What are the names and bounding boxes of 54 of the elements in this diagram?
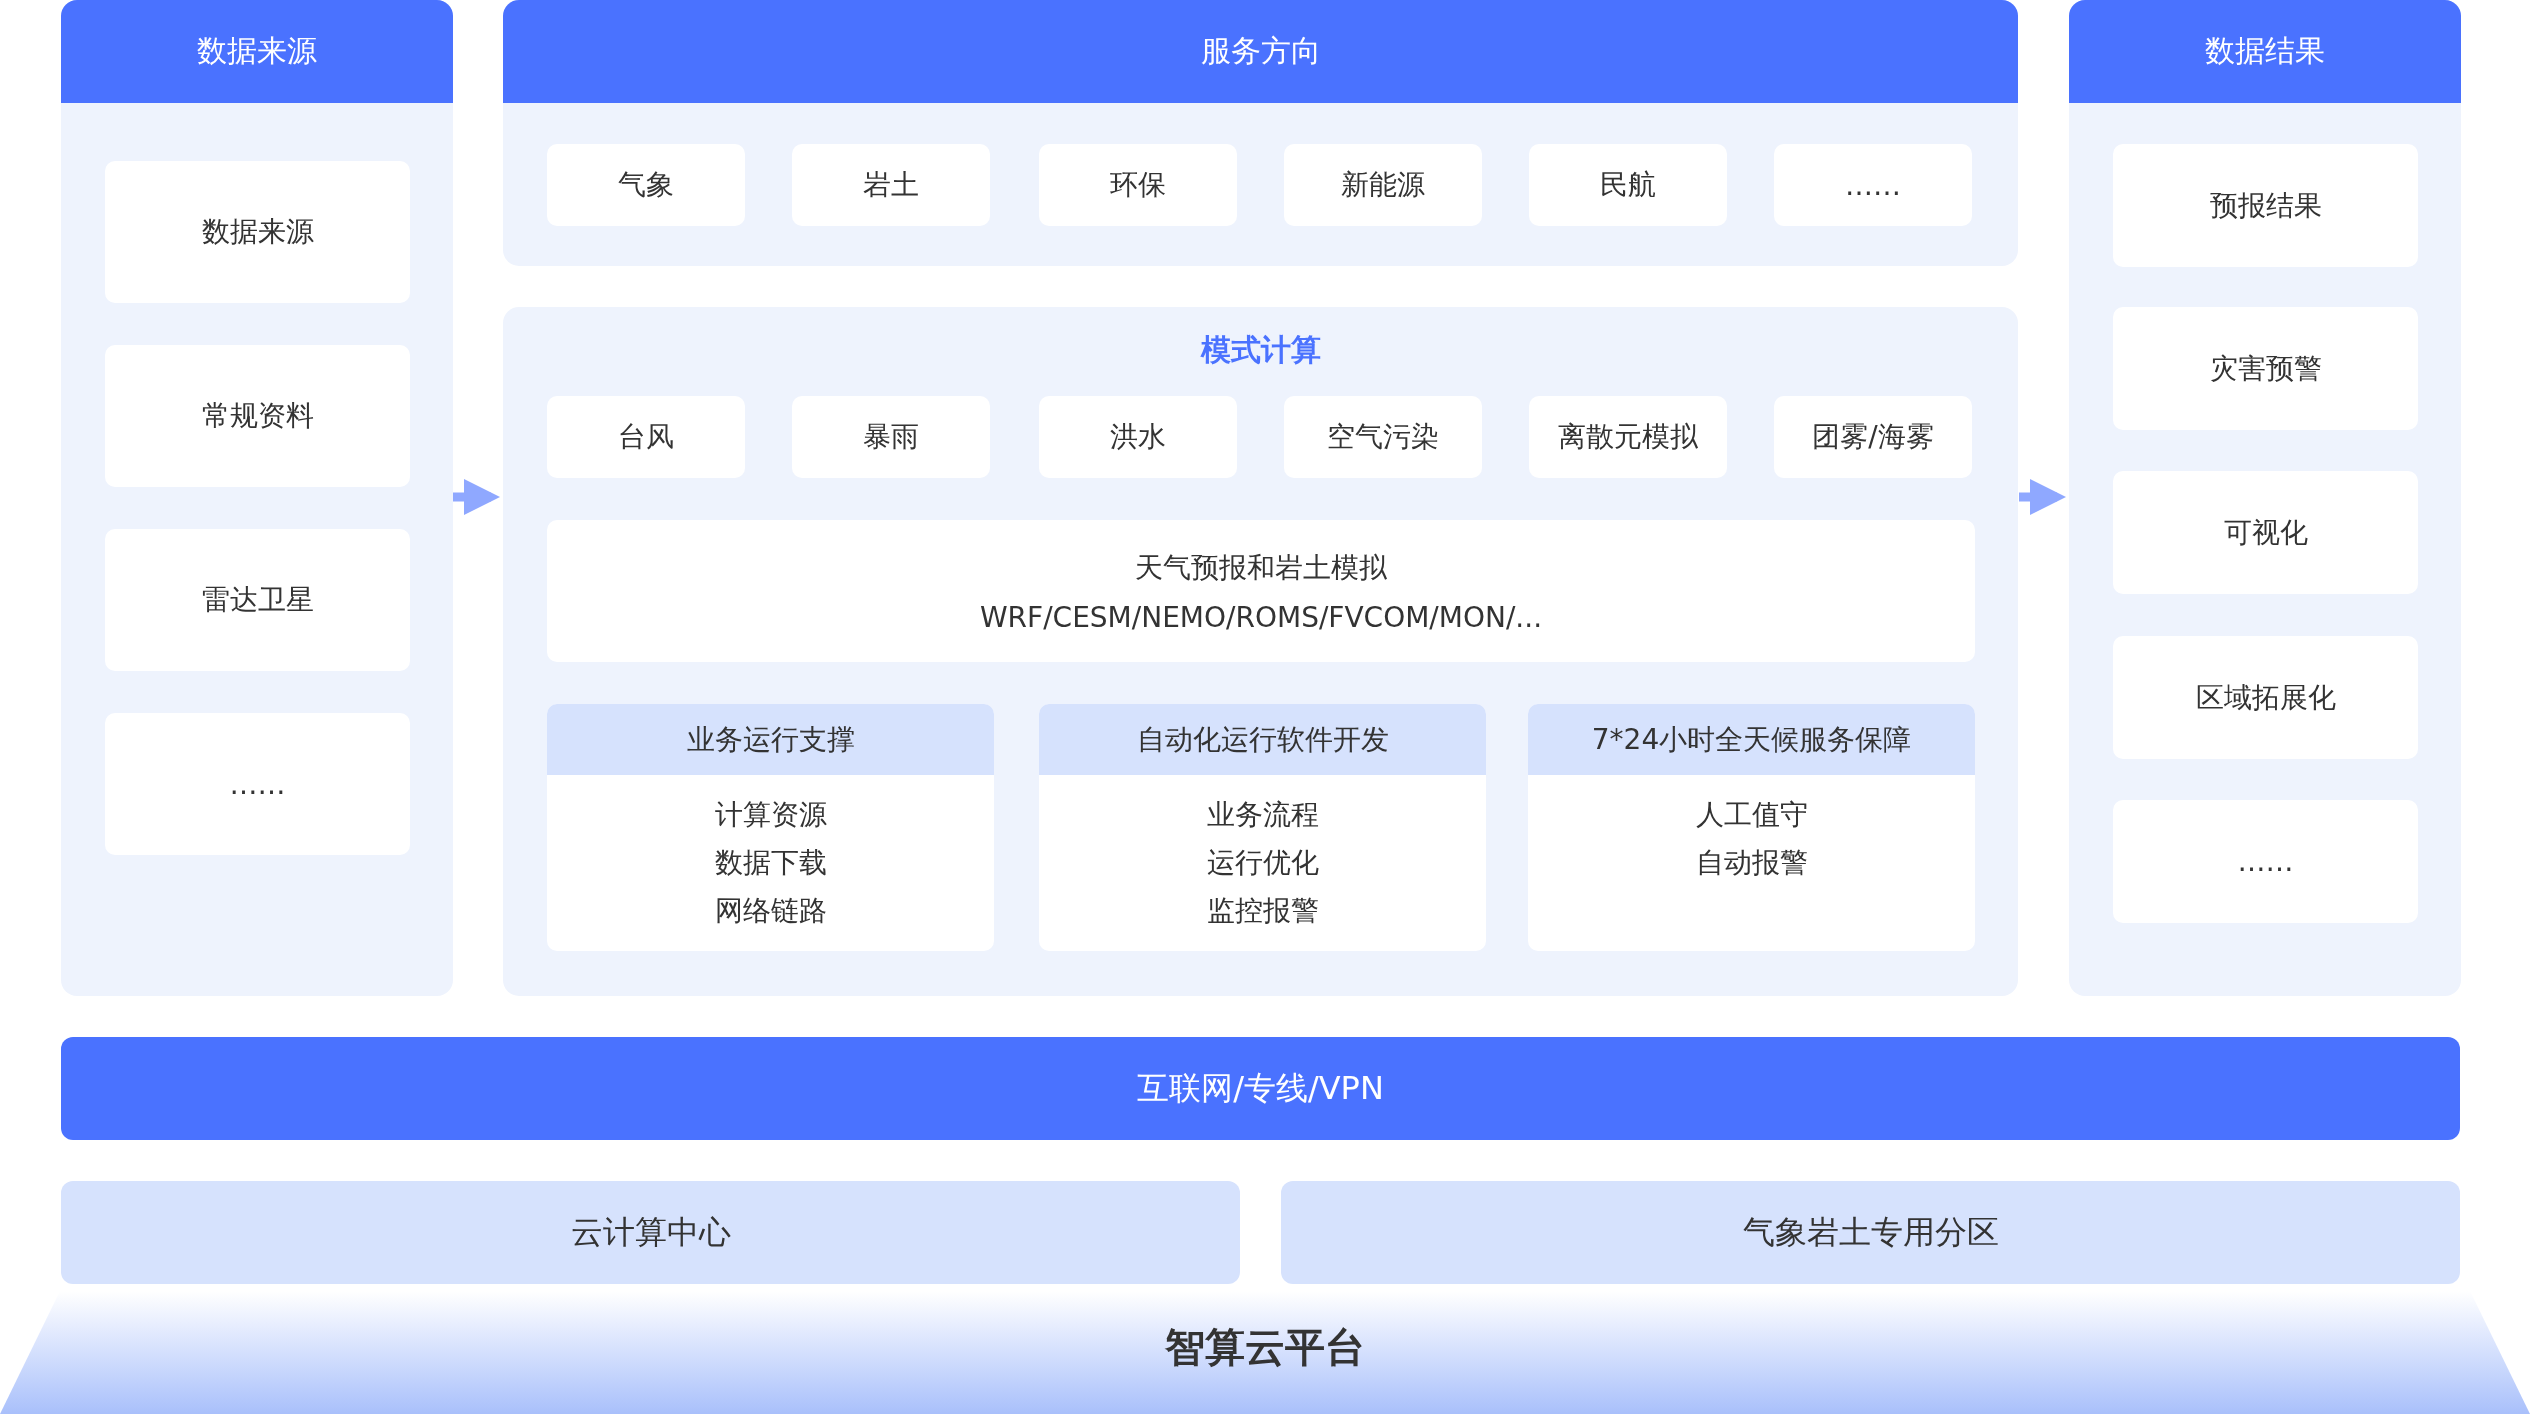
item-label: 离散元模拟: [1558, 419, 1698, 455]
item-label: 预报结果: [2209, 187, 2322, 224]
item-label: ……: [1845, 168, 1901, 202]
arrow: [453, 479, 500, 515]
item-label: 监控报警: [1205, 893, 1320, 929]
item-label: 灾害预警: [2209, 350, 2322, 387]
bar-label: 互联网/专线/VPN: [1137, 1067, 1384, 1109]
item-label: 气象: [618, 167, 674, 203]
item-label: 环保: [1110, 167, 1166, 203]
infrastructure-bar: [1281, 1181, 2460, 1284]
item-label: 网络链路: [713, 893, 828, 929]
item-label: 数据下载: [713, 845, 828, 881]
item-label: 可视化: [2223, 514, 2308, 551]
item-label: 民航: [1600, 167, 1656, 203]
item-label: 天气预报和岩土模拟: [1135, 549, 1387, 586]
section-heading: 模式计算: [1199, 331, 1322, 369]
item-label: 岩土: [863, 167, 919, 203]
item-label: 业务流程: [1205, 797, 1320, 833]
item-label: 雷达卫星: [201, 582, 314, 618]
panel-header: 服务方向: [503, 0, 2018, 103]
column-panel: [2069, 0, 2461, 996]
item-label: 暴雨: [863, 419, 919, 455]
compute-panel: [503, 307, 2018, 996]
item-label: 团雾/海雾: [1812, 419, 1934, 455]
item-label: ……: [2237, 845, 2294, 878]
service-card: [547, 704, 994, 951]
network-bar: [61, 1037, 2460, 1140]
item-label: 数据来源: [201, 214, 314, 250]
infrastructure-bar: [61, 1181, 1240, 1284]
panel-header: 数据来源: [61, 0, 453, 103]
item-label: 台风: [618, 419, 674, 455]
item-label: WRF/CESM/NEMO/ROMS/FVCOM/MON/...: [979, 600, 1543, 634]
card-header: 自动化运行软件开发: [1039, 704, 1486, 775]
panel-header: 数据结果: [2069, 0, 2461, 103]
item-label: 运行优化: [1205, 845, 1320, 881]
column-panel: [61, 0, 453, 996]
card-header: 业务运行支撑: [547, 704, 994, 775]
item-label: 自动报警: [1694, 845, 1809, 881]
platform-label: 智算云平台: [1164, 1323, 1366, 1372]
column-panel: [503, 0, 2018, 266]
card-header: 7*24小时全天候服务保障: [1528, 704, 1975, 775]
item-label: 人工值守: [1694, 797, 1809, 833]
arrow: [2019, 479, 2066, 515]
item-label: 计算资源: [713, 797, 828, 833]
item-label: 空气污染: [1327, 419, 1439, 455]
service-card: [1528, 704, 1975, 951]
bar-label: 云计算中心: [570, 1211, 731, 1253]
item-label: 常规资料: [201, 398, 314, 434]
service-card: [1039, 704, 1486, 951]
bar-label: 气象岩土专用分区: [1742, 1211, 1999, 1253]
item-label: 区域拓展化: [2195, 679, 2336, 716]
item-label: ……: [229, 767, 286, 801]
item-label: 新能源: [1341, 167, 1425, 203]
item-label: 洪水: [1110, 419, 1166, 455]
